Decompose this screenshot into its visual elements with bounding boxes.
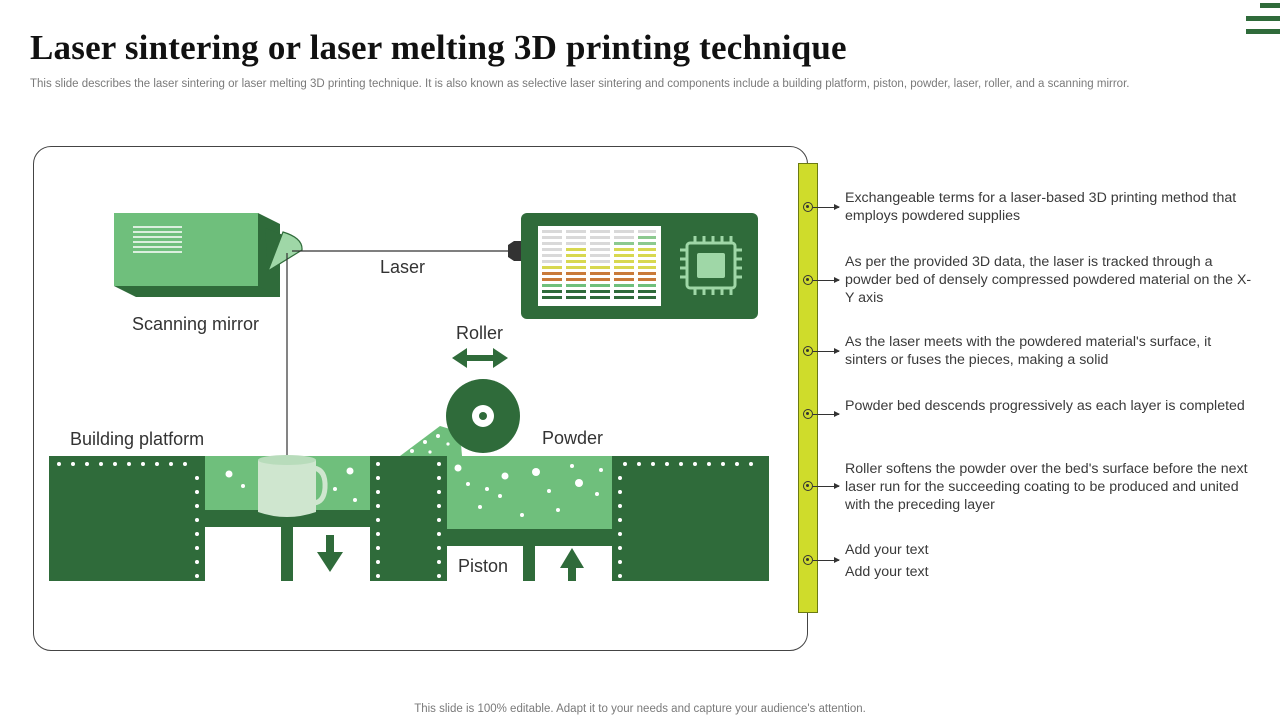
bullet-dot-icon [803, 346, 813, 356]
bullet-dot-icon [803, 275, 813, 285]
middle-wall [370, 456, 447, 581]
slide-subtitle: This slide describes the laser sintering… [30, 78, 1130, 90]
arrow-right-icon [813, 410, 840, 418]
arrow-right-icon [813, 203, 840, 211]
step-text: As per the provided 3D data, the laser i… [845, 254, 1252, 306]
powder-chamber [447, 456, 612, 529]
piston-plate [447, 529, 612, 546]
building-platform-shaft [281, 527, 293, 581]
label-building-platform: Building platform [70, 429, 205, 449]
double-arrow-icon [452, 348, 508, 368]
bullet-dot-icon [803, 481, 813, 491]
slide-title: Laser sintering or laser melting 3D prin… [30, 28, 847, 67]
step-text: Roller softens the powder over the bed's… [845, 461, 1248, 513]
corner-decoration [1246, 0, 1280, 40]
laser-controller-icon [508, 213, 758, 319]
bullet-dot-icon [803, 555, 813, 565]
arrow-right-icon [813, 482, 840, 490]
bullet-dot-icon [803, 202, 813, 212]
arrow-right-icon [813, 276, 840, 284]
roller-icon [446, 379, 520, 453]
label-powder: Powder [542, 428, 604, 448]
building-platform-wall-left [49, 456, 205, 581]
powder-wall-right [612, 456, 769, 581]
step-text: Add your text [845, 542, 929, 558]
building-platform [205, 510, 370, 527]
label-laser: Laser [380, 257, 426, 277]
step-text: Exchangeable terms for a laser-based 3D … [845, 190, 1237, 224]
step-text: Add your text [845, 564, 929, 580]
label-roller: Roller [456, 323, 504, 343]
bullet-dot-icon [803, 409, 813, 419]
piston-shaft [523, 546, 535, 581]
arrow-right-icon [813, 347, 840, 355]
scanning-mirror-icon [114, 213, 303, 297]
footer-note: This slide is 100% editable. Adapt it to… [414, 703, 866, 715]
timeline-bar [798, 163, 818, 613]
step-text: As the laser meets with the powdered mat… [845, 334, 1212, 368]
powder-ramp [400, 426, 462, 456]
label-piston: Piston [458, 556, 509, 576]
cup-icon [258, 455, 328, 517]
label-scanning-mirror: Scanning mirror [132, 314, 260, 334]
down-arrow-icon [317, 535, 343, 572]
up-arrow-icon [560, 548, 584, 581]
chip-icon [680, 236, 742, 295]
arrow-right-icon [813, 556, 840, 564]
step-text: Powder bed descends progressively as eac… [845, 398, 1245, 414]
